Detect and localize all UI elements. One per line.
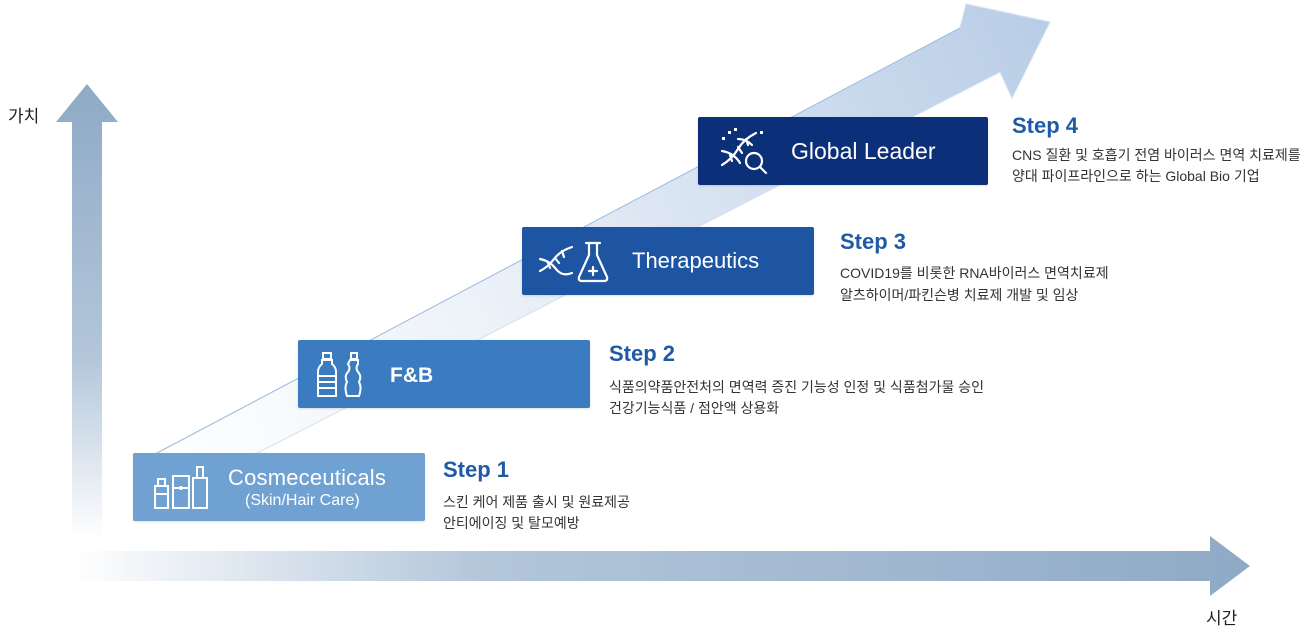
step3-desc-line1: COVID19를 비롯한 RNA바이러스 면역치료제 [840, 265, 1109, 281]
x-axis-label: 시간 [1206, 609, 1238, 628]
step3-desc-line2: 알츠하이머/파킨슨병 치료제 개발 및 임상 [840, 287, 1079, 303]
step1-desc-line2: 안티에이징 및 탈모예방 [443, 515, 580, 531]
step4-box: Global Leader [698, 117, 988, 185]
step4-title: Step 4 [1012, 113, 1079, 138]
step4-desc-line2: 양대 파이프라인으로 하는 Global Bio 기업 [1012, 168, 1260, 184]
step2-desc-line2: 건강기능식품 / 점안액 상용화 [609, 400, 780, 416]
step3-box-label: Therapeutics [632, 248, 760, 273]
cosmetic-bottles-icon [154, 466, 208, 509]
step3-box: Therapeutics [522, 227, 814, 295]
x-axis-arrow [70, 536, 1250, 596]
step2-box-label: F&B [390, 364, 434, 387]
step2-box: F&B [298, 340, 590, 408]
step1-box-label: Cosmeceuticals [228, 465, 387, 490]
dna-magnifier-icon [720, 128, 768, 175]
dna-flask-icon [538, 241, 609, 283]
step2-desc-line1: 식품의약품안전처의 면역력 증진 기능성 인정 및 식품첨가물 승인 [609, 379, 984, 395]
step4-desc-line1: CNS 질환 및 호흡기 전염 바이러스 면역 치료제를 [1012, 147, 1301, 163]
step4-box-label: Global Leader [791, 138, 936, 164]
y-axis-label: 가치 [8, 107, 40, 126]
step1-title: Step 1 [443, 457, 510, 482]
beverage-bottles-icon [317, 352, 362, 397]
step3-title: Step 3 [840, 229, 907, 254]
step2-title: Step 2 [609, 341, 676, 366]
step1-desc-line1: 스킨 케어 제품 출시 및 원료제공 [443, 494, 630, 510]
y-axis-arrow [56, 84, 118, 540]
step1-box: Cosmeceuticals (Skin/Hair Care) [133, 453, 425, 521]
step1-box-sublabel: (Skin/Hair Care) [245, 492, 360, 509]
